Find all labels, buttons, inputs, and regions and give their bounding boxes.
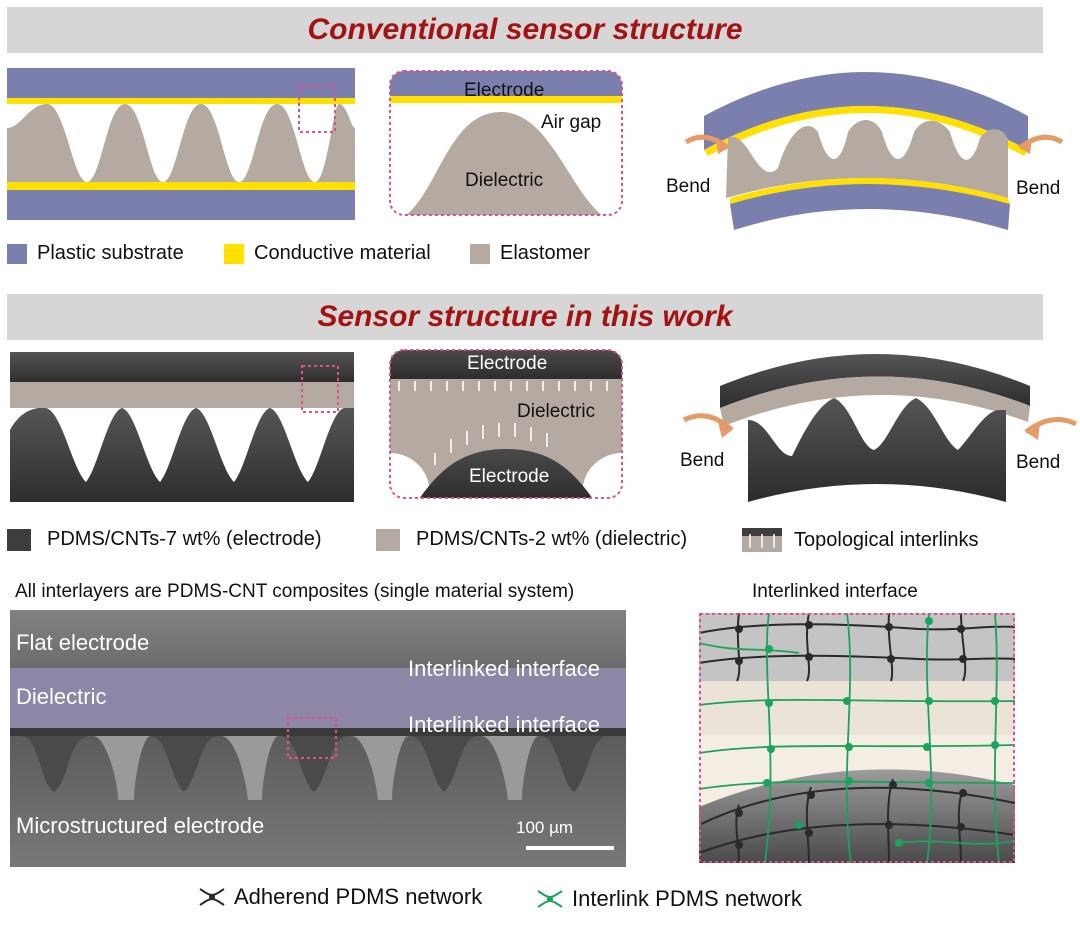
sem-dielectric-label: Dielectric: [16, 684, 107, 709]
microstructured-label: Microstructured electrode: [16, 813, 265, 838]
adherend-legend-label: Adherend PDMS network: [234, 884, 483, 909]
electrode-legend-label: PDMS/CNTs-7 wt% (electrode): [47, 528, 322, 550]
this-work-title: Sensor structure in this work: [317, 300, 733, 333]
this-work-legend-3: Topological interlinks: [742, 528, 979, 552]
this-work-banner: Sensor structure in this work: [7, 294, 1043, 340]
interface-label-1: Interlinked interface: [408, 656, 600, 681]
plastic-substrate-swatch: [7, 243, 27, 264]
sem-caption: All interlayers are PDMS-CNT composites …: [15, 581, 575, 602]
inset-dielectric-label: Dielectric: [465, 170, 544, 191]
this-work-legend-2: PDMS/CNTs-2 wt% (dielectric): [376, 528, 687, 551]
dielectric-legend-label: PDMS/CNTs-2 wt% (dielectric): [416, 528, 688, 550]
this-work-bend-right: Bend: [1016, 452, 1061, 473]
network-diagram: [699, 613, 1015, 863]
scale-bar-label: 100 µm: [516, 818, 574, 837]
this-work-legend-1: PDMS/CNTs-7 wt% (electrode): [7, 528, 322, 551]
elastomer-swatch: [470, 243, 490, 264]
network-title: Interlinked interface: [752, 581, 918, 602]
inset-dielectric-label-2: Dielectric: [517, 401, 596, 422]
interlink-legend-label-2: Interlink PDMS network: [572, 886, 802, 911]
flat-electrode-label: Flat electrode: [16, 630, 150, 655]
interlink-network-icon: [537, 890, 563, 908]
conventional-title: Conventional sensor structure: [307, 13, 743, 46]
conventional-bent-sensor: [684, 72, 1064, 230]
interlink-legend-label: Topological interlinks: [794, 528, 979, 551]
interlink-network-legend: Interlink PDMS network: [536, 886, 802, 912]
elastomer-label: Elastomer: [500, 242, 591, 264]
conventional-banner: Conventional sensor structure: [7, 7, 1043, 53]
adherend-legend: Adherend PDMS network: [198, 884, 482, 910]
conventional-cross-section: [7, 68, 355, 220]
electrode-swatch: [7, 528, 31, 551]
interface-label-2: Interlinked interface: [408, 712, 600, 737]
conventional-bend-right: Bend: [1016, 178, 1061, 199]
sem-image: Flat electrode Dielectric Interlinked in…: [10, 610, 626, 867]
conventional-legend-2: Conductive material: [224, 242, 431, 265]
interlink-swatch-icon: [742, 528, 782, 552]
conventional-legend-3: Elastomer: [470, 242, 590, 265]
this-work-cross-section: [10, 352, 354, 502]
inset-electrode-label: Electrode: [464, 80, 545, 101]
this-work-bend-left: Bend: [680, 450, 725, 471]
inset-air-gap-label: Air gap: [541, 112, 602, 133]
conductive-swatch: [224, 243, 244, 264]
plastic-substrate-label: Plastic substrate: [37, 242, 184, 264]
inset-top-electrode-label: Electrode: [467, 353, 548, 374]
this-work-inset: Electrode Dielectric Electrode: [389, 349, 623, 499]
conventional-legend-1: Plastic substrate: [7, 242, 184, 265]
this-work-bent-sensor: [682, 354, 1078, 502]
adherend-network-icon: [199, 888, 225, 906]
conductive-label: Conductive material: [254, 242, 431, 264]
conventional-bend-left: Bend: [666, 176, 711, 197]
dielectric-swatch: [376, 528, 400, 551]
inset-bottom-electrode-label: Electrode: [469, 466, 550, 487]
conventional-inset: Electrode Air gap Dielectric: [389, 70, 623, 216]
